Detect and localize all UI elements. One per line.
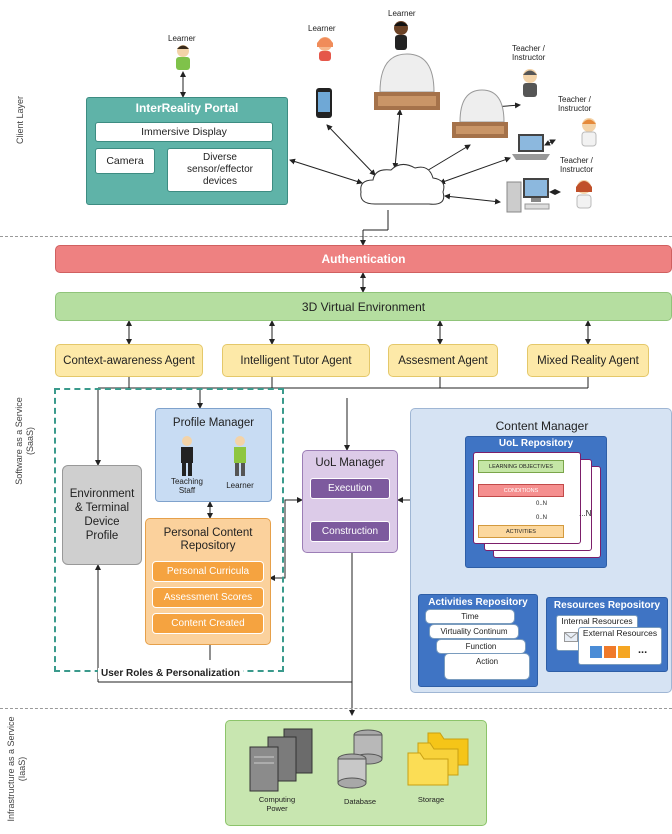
saas-layer-label: Software as a Service (SaaS): [14, 397, 35, 485]
immersive-pod-icon-2: [450, 88, 510, 142]
zero-n-label-1: 0..N: [536, 501, 548, 507]
client-layer-label: Client Layer: [15, 95, 25, 145]
time-tag: Time: [425, 609, 515, 624]
learner-role-icon: [231, 435, 249, 477]
profile-manager-title: Profile Manager: [172, 417, 255, 429]
learner-top-avatar-icon: [390, 20, 412, 52]
conditions: CONDITIONS: [478, 484, 564, 497]
iaas-separator: [0, 708, 672, 709]
content-manager-title: Content Manager: [495, 419, 589, 433]
uol-manager-title: UoL Manager: [315, 457, 385, 469]
storage-folders-icon: [406, 729, 472, 789]
teaching-staff-label: Teaching Staff: [170, 477, 204, 495]
laptop-icon: [510, 132, 550, 162]
execution-box: Execution: [310, 478, 390, 499]
smartphone-icon: [316, 88, 332, 118]
infrastructure-panel: Computing Power Database Storage: [225, 720, 487, 826]
teaching-staff-icon: [178, 435, 196, 477]
servers-icon: [248, 727, 318, 793]
zero-n-label-2: 0..N: [536, 515, 548, 521]
uol-repository-title: UoL Repository: [498, 438, 574, 449]
camera-box: Camera: [95, 148, 155, 174]
action-tag: Action: [444, 653, 530, 680]
teacher3-avatar-icon: [572, 178, 596, 210]
learning-objectives: LEARNING OBJECTIVES: [478, 460, 564, 473]
database-label: Database: [343, 797, 377, 806]
blogger-icon: [604, 646, 616, 658]
construction-box: Construction: [310, 521, 390, 542]
teacher2-avatar-icon: [578, 117, 600, 147]
intelligent-tutor-agent: Intelligent Tutor Agent: [222, 344, 370, 377]
teacher3-label: Teacher / Instructor: [560, 156, 594, 174]
personal-content-repository: Personal Content Repository Personal Cur…: [145, 518, 271, 645]
client-separator: [0, 236, 672, 237]
learner-role-label: Learner: [226, 481, 254, 490]
storage-label: Storage: [417, 795, 445, 804]
activities-repository-title: Activities Repository: [428, 597, 528, 608]
teacher1-avatar-icon: [519, 68, 541, 98]
context-awareness-agent: Context-awareness Agent: [55, 344, 203, 377]
environment-terminal-device-profile: Environment & Terminal Device Profile: [62, 465, 142, 565]
google-icon: [590, 646, 602, 658]
personal-curricula: Personal Curricula: [152, 561, 264, 582]
desktop-computer-icon: [505, 176, 551, 214]
sensor-devices-box: Diverse sensor/effector devices: [167, 148, 273, 192]
external-resources-label: External Resources: [582, 628, 658, 638]
learner-top-label: Learner: [388, 9, 416, 18]
virtual-environment-bar: 3D Virtual Environment: [55, 292, 672, 321]
learner-portal-label: Learner: [168, 34, 196, 43]
user-roles-label: User Roles & Personalization: [98, 668, 243, 679]
mail-icon: [564, 632, 578, 642]
virtuality-continum-tag: Virtuality Continum: [429, 624, 519, 639]
activities: ACTIVITIES: [478, 525, 564, 538]
immersive-display: Immersive Display: [95, 122, 273, 142]
database-icon: [336, 727, 386, 791]
iaas-layer-label: Infrastructure as a Service (IaaS): [6, 716, 27, 822]
portal-title: InterReality Portal: [135, 101, 239, 115]
assessment-scores: Assessment Scores: [152, 587, 264, 608]
rss-icon: [618, 646, 630, 658]
resources-repository-title: Resources Repository: [553, 600, 661, 611]
interreality-portal: InterReality Portal Immersive Display Ca…: [86, 97, 288, 205]
more-resources-label: ...: [638, 644, 648, 656]
learner-phone-label: Learner: [308, 24, 336, 33]
learner-phone-avatar-icon: [314, 35, 336, 63]
uol-manager: UoL Manager Execution Construction: [302, 450, 398, 553]
cloud-icon: [355, 160, 447, 212]
teacher1-label: Teacher / Instructor: [512, 44, 546, 62]
content-created: Content Created: [152, 613, 264, 634]
immersive-pod-icon: [372, 52, 442, 114]
teacher2-label: Teacher / Instructor: [558, 95, 592, 113]
mixed-reality-agent: Mixed Reality Agent: [527, 344, 649, 377]
function-tag: Function: [436, 639, 526, 654]
learner-portal-icon: [172, 44, 194, 72]
profile-manager: Profile Manager Teaching Staff Learner: [155, 408, 272, 502]
authentication-bar: Authentication: [55, 245, 672, 273]
assessment-agent: Assesment Agent: [388, 344, 498, 377]
computing-power-label: Computing Power: [258, 795, 296, 813]
pcr-title: Personal Content Repository: [163, 527, 253, 552]
uol-card-front: LEARNING OBJECTIVES CONDITIONS 0..N 0..N…: [473, 452, 581, 544]
internal-resources-label: Internal Resources: [561, 616, 633, 626]
dots-n-label: ...N: [579, 509, 592, 518]
